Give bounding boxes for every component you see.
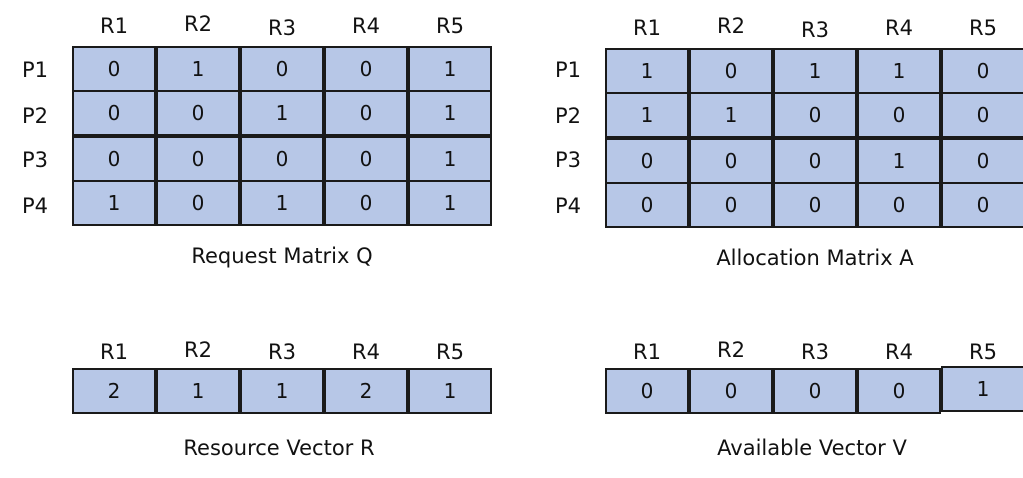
matrix-cell: 0 xyxy=(857,92,941,138)
matrix-cell: 0 xyxy=(605,138,689,184)
col-header: R2 xyxy=(184,338,212,362)
matrix-cell: 1 xyxy=(72,180,156,226)
matrix-cell: 1 xyxy=(689,92,773,138)
vector-cell: 0 xyxy=(605,368,689,414)
row-header: P2 xyxy=(22,104,49,128)
vector-cell: 1 xyxy=(240,368,324,414)
matrix-cell: 0 xyxy=(773,138,857,184)
vector-caption: Available Vector V xyxy=(717,436,907,460)
matrix-cell: 1 xyxy=(605,48,689,94)
matrix-cell: 0 xyxy=(773,182,857,228)
matrix-cell: 1 xyxy=(773,48,857,94)
col-header: R2 xyxy=(717,14,745,38)
col-header: R5 xyxy=(436,14,464,38)
matrix-cell: 1 xyxy=(408,180,492,226)
col-header: R4 xyxy=(885,340,913,364)
vector-cell: 0 xyxy=(689,368,773,414)
matrix-cell: 1 xyxy=(408,90,492,136)
col-header: R3 xyxy=(268,340,296,364)
vector-cell: 1 xyxy=(156,368,240,414)
col-header: R5 xyxy=(969,16,997,40)
row-header: P3 xyxy=(22,148,49,172)
row-header: P2 xyxy=(555,104,582,128)
matrix-cell: 0 xyxy=(240,136,324,182)
vector-cell: 2 xyxy=(324,368,408,414)
col-header: R1 xyxy=(100,14,128,38)
matrix-cell: 0 xyxy=(324,180,408,226)
matrix-cell: 0 xyxy=(324,46,408,92)
matrix-cell: 0 xyxy=(324,136,408,182)
col-header: R4 xyxy=(885,16,913,40)
row-header: P1 xyxy=(555,58,582,82)
matrix-cell: 0 xyxy=(689,138,773,184)
col-header: R5 xyxy=(969,340,997,364)
matrix-cell: 1 xyxy=(240,180,324,226)
matrix-cell: 0 xyxy=(941,182,1023,228)
matrix-cell: 0 xyxy=(324,90,408,136)
matrix-cell: 0 xyxy=(156,180,240,226)
matrix-cell: 1 xyxy=(156,46,240,92)
matrix-caption: Request Matrix Q xyxy=(191,244,373,268)
matrix-cell: 0 xyxy=(72,136,156,182)
matrix-cell: 1 xyxy=(857,138,941,184)
col-header: R1 xyxy=(633,16,661,40)
col-header: R3 xyxy=(801,340,829,364)
matrix-cell: 0 xyxy=(72,90,156,136)
matrix-cell: 0 xyxy=(240,46,324,92)
matrix-cell: 0 xyxy=(689,48,773,94)
vector-cell: 0 xyxy=(773,368,857,414)
col-header: R2 xyxy=(184,12,212,36)
matrix-cell: 0 xyxy=(773,92,857,138)
row-header: P1 xyxy=(22,58,49,82)
matrix-cell: 1 xyxy=(408,136,492,182)
col-header: R5 xyxy=(436,340,464,364)
vector-cell: 2 xyxy=(72,368,156,414)
matrix-cell: 1 xyxy=(857,48,941,94)
matrix-cell: 1 xyxy=(240,90,324,136)
col-header: R1 xyxy=(100,340,128,364)
matrix-cell: 0 xyxy=(156,136,240,182)
matrix-cell: 0 xyxy=(941,92,1023,138)
vector-cell: 0 xyxy=(857,368,941,414)
vector-cell: 1 xyxy=(408,368,492,414)
matrix-cell: 0 xyxy=(941,48,1023,94)
vector-caption: Resource Vector R xyxy=(183,436,375,460)
matrix-cell: 0 xyxy=(605,182,689,228)
matrix-cell: 0 xyxy=(72,46,156,92)
matrix-cell: 1 xyxy=(605,92,689,138)
vector-cell: 1 xyxy=(941,366,1023,412)
row-header: P4 xyxy=(555,194,582,218)
matrix-cell: 0 xyxy=(941,138,1023,184)
col-header: R3 xyxy=(801,18,829,42)
matrix-cell: 0 xyxy=(689,182,773,228)
col-header: R4 xyxy=(352,14,380,38)
col-header: R3 xyxy=(268,16,296,40)
col-header: R1 xyxy=(633,340,661,364)
matrix-cell: 0 xyxy=(857,182,941,228)
col-header: R2 xyxy=(717,338,745,362)
row-header: P4 xyxy=(22,194,49,218)
matrix-caption: Allocation Matrix A xyxy=(716,246,914,270)
matrix-cell: 1 xyxy=(408,46,492,92)
matrix-cell: 0 xyxy=(156,90,240,136)
col-header: R4 xyxy=(352,340,380,364)
row-header: P3 xyxy=(555,148,582,172)
